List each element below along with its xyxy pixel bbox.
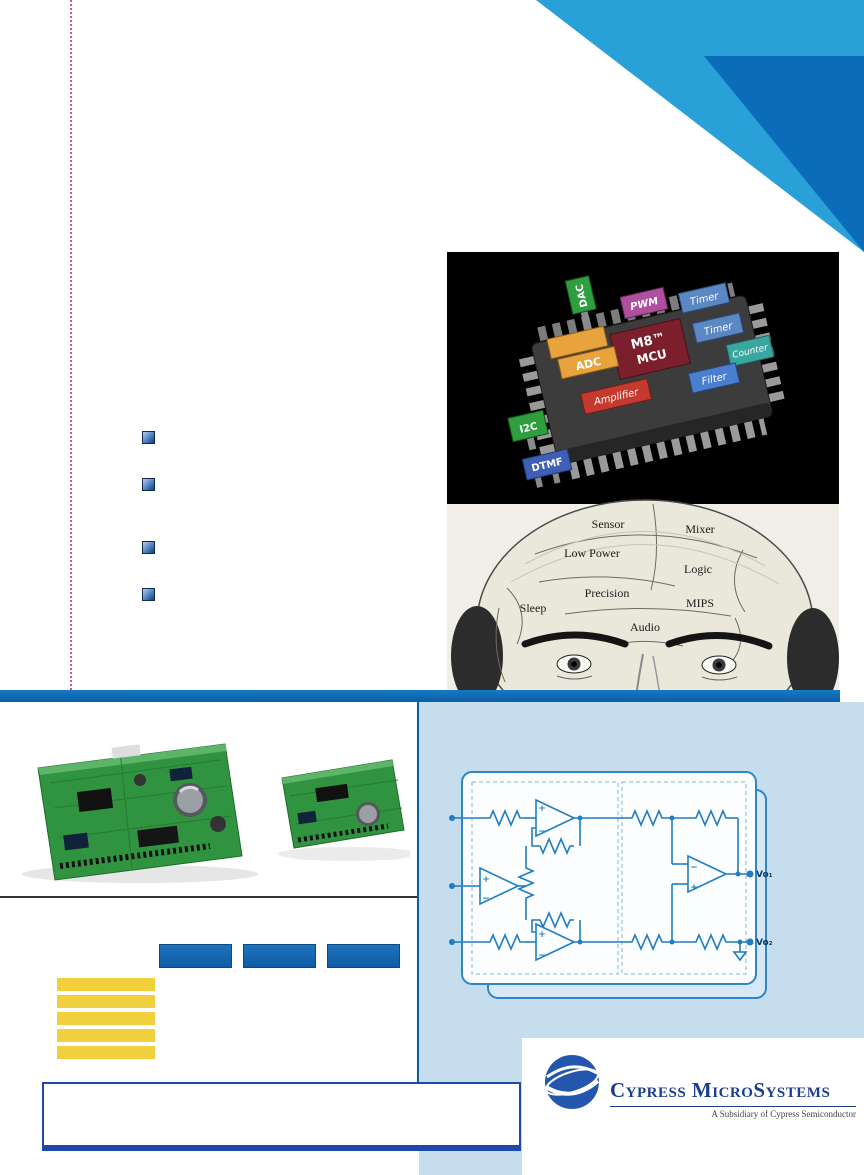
chip-illustration-box: Sensor Mixer Low Power Logic Precision M…: [447, 252, 839, 749]
svg-text:ADC: ADC: [574, 355, 602, 373]
block-timer-1: Timer: [677, 282, 731, 314]
svg-text:DAC: DAC: [574, 283, 590, 308]
mcu-label-line2: MCU: [635, 347, 668, 368]
head-label-mips: MIPS: [686, 596, 714, 610]
head-label-mixer: Mixer: [685, 522, 714, 536]
block-pwm: PWM: [619, 286, 669, 320]
highlight-bar: [57, 1029, 155, 1042]
dotted-left-rule: [70, 0, 72, 690]
head-label-audio: Audio: [630, 620, 660, 634]
head-label-logic: Logic: [684, 562, 712, 576]
logo-rule: [610, 1106, 856, 1107]
banner-dark-triangle: [704, 56, 864, 252]
svg-text:+: +: [538, 930, 546, 940]
block-dtmf: DTMF: [521, 448, 573, 488]
svg-text:−: −: [538, 827, 546, 837]
opamp-signs: + − + − + − − +: [482, 804, 698, 961]
corner-banner: [536, 0, 864, 252]
head-label-sensor: Sensor: [592, 517, 625, 531]
blue-button-2[interactable]: [243, 944, 316, 968]
bullet-square: [142, 431, 155, 444]
bullet-square: [142, 541, 155, 554]
phrenology-head: Sensor Mixer Low Power Logic Precision M…: [451, 499, 839, 749]
nose-line: [636, 653, 644, 691]
highlight-bar: [57, 1012, 155, 1025]
svg-text:−: −: [690, 863, 698, 873]
head-label-low-power: Low Power: [564, 546, 620, 560]
block-amplifier: Amplifier: [580, 378, 653, 415]
nose-shade: [652, 655, 660, 691]
block-timer-2: Timer: [691, 312, 745, 344]
output-label-vo2: Vo₂: [756, 938, 773, 948]
block-i2c: I2C: [507, 409, 549, 451]
column-divider-line: [417, 702, 419, 1082]
bullet-square: [142, 588, 155, 601]
board-small: [281, 759, 405, 849]
eyebrow-right: [665, 631, 773, 650]
block-adc: ADC: [546, 325, 620, 380]
contact-box: [42, 1082, 521, 1151]
svg-text:+: +: [690, 883, 698, 893]
left-column-separator: [0, 896, 417, 898]
eyes: [556, 654, 738, 681]
svg-text:−: −: [482, 894, 490, 904]
svg-text:+: +: [482, 875, 490, 885]
schematic-nodes: [449, 815, 754, 946]
psoc-chip-illustration: Sensor Mixer Low Power Logic Precision M…: [447, 252, 839, 749]
block-mcu: M8™ MCU: [609, 317, 691, 381]
cypress-logo: Cypress MicroSystems A Subsidiary of Cyp…: [522, 1038, 864, 1175]
demo-boards-photo: [22, 743, 410, 883]
svg-text:−: −: [538, 951, 546, 961]
board-large: [37, 743, 243, 881]
highlight-bar: [57, 1046, 155, 1059]
highlight-bar: [57, 978, 155, 991]
logo-name: Cypress MicroSystems: [610, 1078, 831, 1102]
schematic-diagram: + − + − + − − + Vo₁ Vo₂: [449, 771, 773, 999]
highlight-bar: [57, 995, 155, 1008]
blue-button-1[interactable]: [159, 944, 232, 968]
section-divider-bar: [0, 690, 840, 702]
head-label-sleep: Sleep: [520, 601, 547, 615]
head-label-precision: Precision: [585, 586, 630, 600]
svg-text:+: +: [538, 804, 546, 814]
svg-text:I2C: I2C: [519, 421, 539, 436]
globe-icon: [544, 1055, 600, 1109]
eyebrow-left: [521, 631, 629, 648]
block-filter: Filter: [687, 362, 741, 394]
blue-button-3[interactable]: [327, 944, 400, 968]
block-counter: Counter: [725, 334, 775, 368]
output-label-vo1: Vo₁: [756, 870, 773, 880]
bullet-square: [142, 478, 155, 491]
logo-tagline: A Subsidiary of Cypress Semiconductor: [711, 1109, 857, 1119]
